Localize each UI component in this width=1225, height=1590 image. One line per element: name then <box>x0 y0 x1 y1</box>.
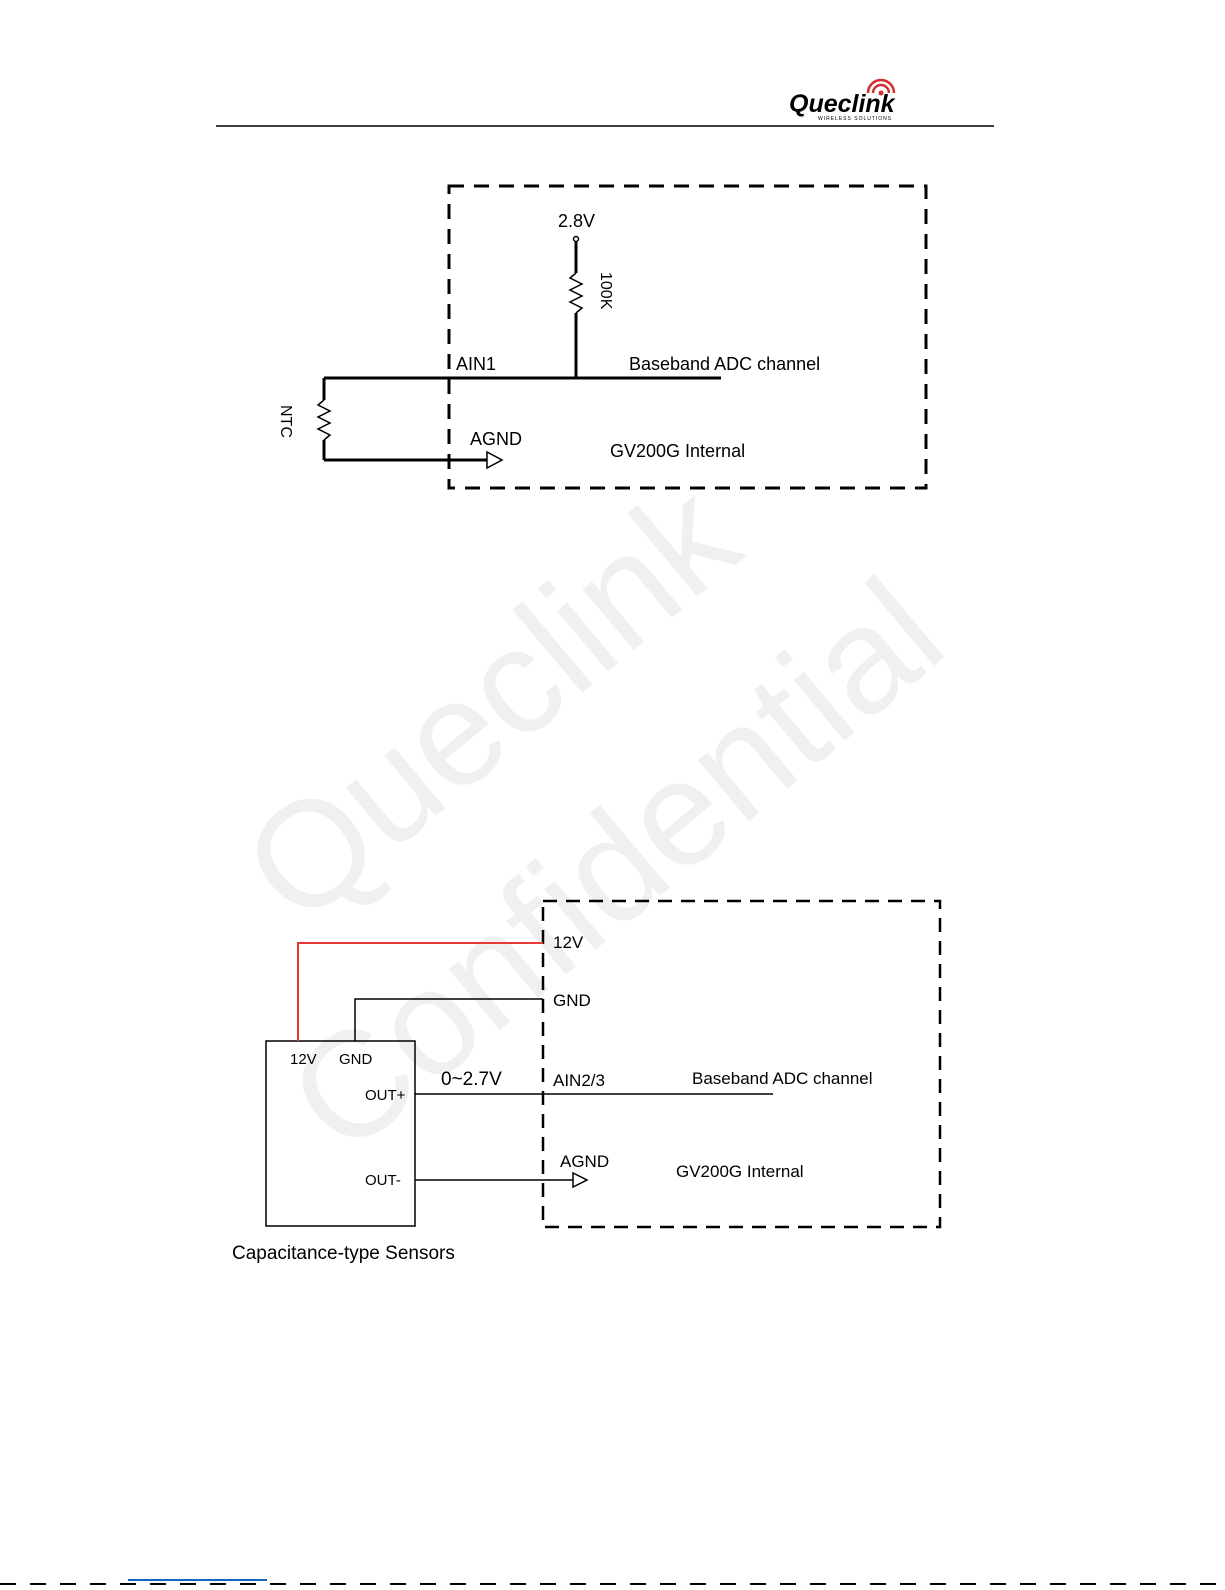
page-header: Queclink WIRELESS SOLUTIONS <box>216 80 994 126</box>
internal-box-label: GV200G Internal <box>610 441 745 461</box>
agnd-label-2: AGND <box>560 1152 609 1171</box>
ain1-pin-label: AIN1 <box>456 354 496 374</box>
ntc-thermistor <box>318 378 330 460</box>
box-12v-pin-label: 12V <box>553 933 584 952</box>
box-gnd-pin-label: GND <box>553 991 591 1010</box>
internal-box-label-2: GV200G Internal <box>676 1162 804 1181</box>
queclink-logo: Queclink WIRELESS SOLUTIONS <box>789 80 896 122</box>
sensor-caption: Capacitance-type Sensors <box>232 1243 455 1264</box>
adc-channel-label: Baseband ADC channel <box>629 354 820 374</box>
page-footer <box>0 1580 1225 1584</box>
sensor-gnd-pin-label: GND <box>339 1051 373 1068</box>
pullup-resistor <box>570 242 582 379</box>
ground-arrow-icon <box>487 452 502 468</box>
sensor-out-plus-label: OUT+ <box>365 1087 406 1104</box>
ain23-pin-label: AIN2/3 <box>553 1071 605 1090</box>
resistor-value-label: 100K <box>597 272 614 310</box>
adc-channel-label-2: Baseband ADC channel <box>692 1069 873 1088</box>
supply-voltage-label: 2.8V <box>558 211 595 231</box>
ntc-circuit-diagram: 2.8V 100K AIN1 Baseband ADC channel NTC … <box>277 186 926 488</box>
ground-arrow-icon-2 <box>573 1173 587 1187</box>
thermistor-label: NTC <box>277 405 294 438</box>
sensor-out-minus-label: OUT- <box>365 1172 401 1189</box>
agnd-label: AGND <box>470 429 522 449</box>
sensor-12v-pin-label: 12V <box>290 1051 317 1068</box>
logo-tagline: WIRELESS SOLUTIONS <box>818 116 892 122</box>
voltage-range-label: 0~2.7V <box>441 1069 502 1090</box>
logo-wordmark: Queclink <box>789 90 896 118</box>
supply-terminal <box>574 237 579 242</box>
